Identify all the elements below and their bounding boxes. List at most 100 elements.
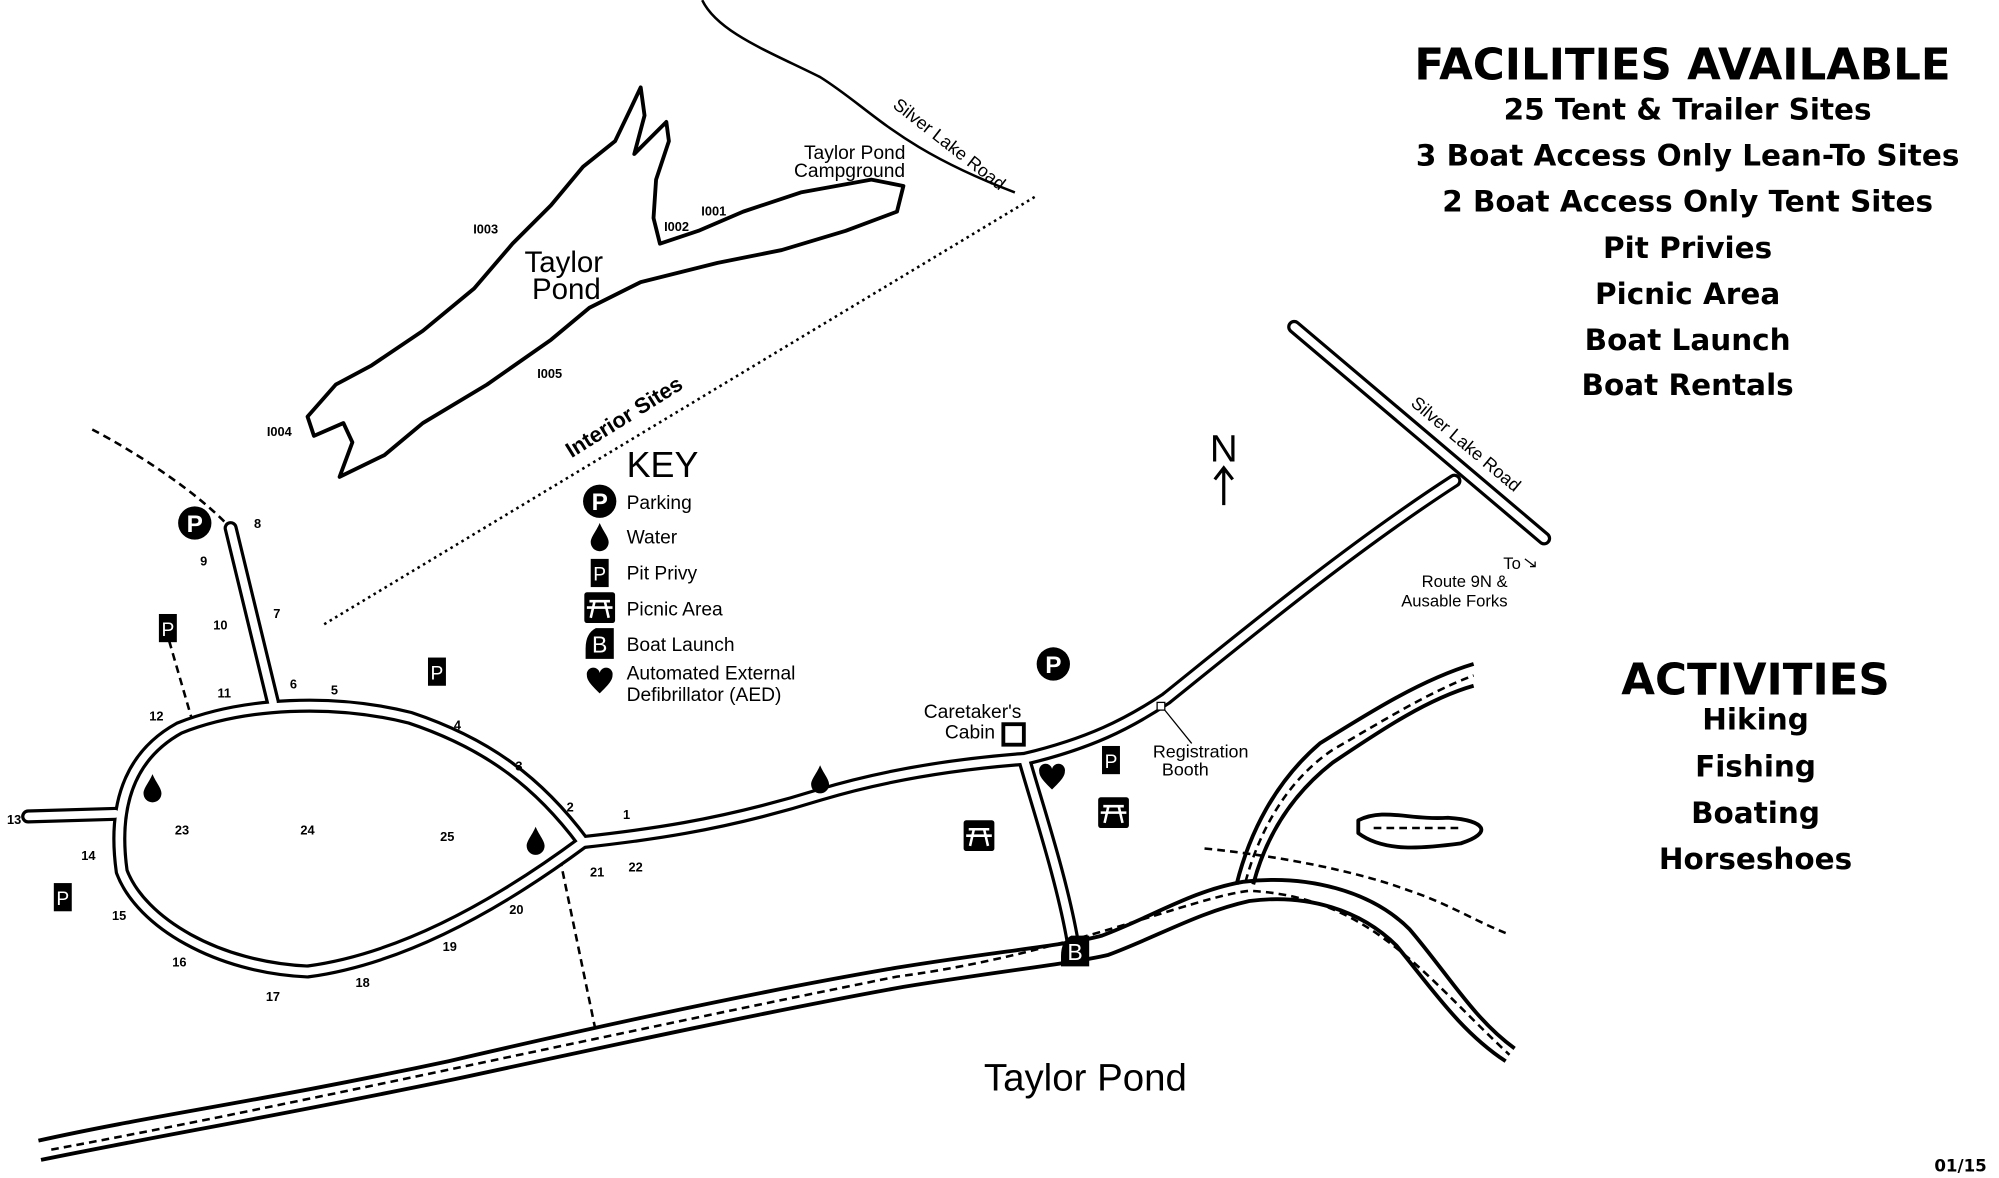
- campsite-label: 11: [217, 685, 231, 700]
- facility-item: Pit Privies: [1603, 231, 1772, 265]
- campsite-label: 10: [213, 617, 227, 632]
- route-label: Ausable Forks: [1401, 591, 1507, 610]
- campsite-label: 9: [200, 553, 207, 568]
- interior-site-label: I002: [664, 219, 689, 234]
- interior-site-label: I004: [267, 424, 293, 439]
- activity-item: Fishing: [1695, 750, 1816, 784]
- roads: [21, 319, 1552, 979]
- pit-privy-icon: [53, 883, 72, 912]
- silver-lake-road-top: [701, 0, 1016, 194]
- silver-lake-road-label: Silver Lake Road: [889, 94, 1009, 194]
- facility-item: Picnic Area: [1595, 277, 1780, 311]
- activity-item: Horseshoes: [1659, 842, 1852, 876]
- key-label: Boat Launch: [627, 635, 735, 656]
- lower-pond-label: Taylor Pond: [984, 1057, 1187, 1100]
- picnic-area-icon: [962, 819, 996, 853]
- facility-item: 2 Boat Access Only Tent Sites: [1442, 185, 1933, 219]
- lower-pond-shoreline: [38, 662, 1516, 1162]
- aed-icon: [586, 667, 613, 694]
- campsite-label: 12: [149, 708, 163, 723]
- to-label: To: [1503, 554, 1521, 573]
- activity-item: Boating: [1691, 796, 1820, 830]
- campsite-label: 16: [172, 954, 186, 969]
- upper-pond-label: Pond: [532, 273, 601, 306]
- upper-pond-label: Taylor: [525, 246, 604, 279]
- campsite-label: 23: [175, 822, 189, 837]
- registration-leader-line: [1164, 709, 1193, 744]
- campsite-label: 1: [623, 807, 630, 822]
- campsite-label: 25: [440, 829, 454, 844]
- campsite-label: 7: [273, 606, 280, 621]
- campsite-label: 20: [509, 902, 523, 917]
- interior-site-label: I001: [701, 203, 726, 218]
- campsite-label: 8: [254, 516, 261, 531]
- registration-booth-icon: [1156, 701, 1166, 711]
- interior-sites-boundary: [323, 193, 1039, 626]
- map-key: KEY Parking Water Pit Privy Picnic Area …: [583, 445, 795, 706]
- campsite-label: 24: [300, 822, 315, 837]
- key-title: KEY: [627, 445, 699, 485]
- pit-privy-icon: [1102, 745, 1120, 775]
- campsite-label: 4: [454, 717, 462, 732]
- campsite-label: 6: [290, 676, 297, 691]
- activities-list: ACTIVITIES Hiking Fishing Boating Horses…: [1621, 656, 1890, 876]
- pit-privy-icon: [427, 657, 446, 686]
- key-label: Defibrillator (AED): [627, 685, 782, 706]
- caretaker-cabin-label: Cabin: [945, 722, 995, 743]
- parking-icon: [1036, 647, 1070, 681]
- pit-privy-icon: [590, 558, 609, 588]
- campsite-label: 21: [590, 865, 604, 880]
- campsite-label: 17: [266, 989, 280, 1004]
- pit-privy-icon: [158, 613, 177, 643]
- facilities-title: FACILITIES AVAILABLE: [1414, 41, 1950, 91]
- north-label: N: [1210, 427, 1238, 470]
- activity-item: Hiking: [1702, 702, 1809, 736]
- water-icon: [526, 826, 545, 855]
- campsite-label: 15: [112, 908, 126, 923]
- caretaker-cabin-icon: [1001, 722, 1026, 747]
- campsite-label: 5: [331, 683, 338, 698]
- facilities-list: FACILITIES AVAILABLE 25 Tent & Trailer S…: [1414, 41, 1959, 402]
- water-icon: [143, 774, 162, 803]
- key-label: Pit Privy: [627, 563, 698, 584]
- campsite-label: 3: [515, 758, 522, 773]
- facility-item: Boat Rentals: [1582, 368, 1794, 402]
- trails: [91, 428, 1507, 1032]
- water-icon: [590, 523, 609, 552]
- campsite-label: 19: [443, 939, 457, 954]
- registration-booth-label: Booth: [1162, 759, 1209, 779]
- key-label: Automated External: [627, 663, 796, 684]
- campground-label: Campground: [794, 161, 905, 182]
- key-label: Water: [627, 528, 678, 549]
- registration-booth-label: Registration: [1153, 742, 1249, 762]
- date-code: 01/15: [1934, 1156, 1986, 1175]
- facility-item: Boat Launch: [1585, 323, 1791, 357]
- campsite-numbers: 1 2 3 4 5 6 7 8 9 10 11 12 13 14 15 16 1…: [7, 516, 643, 1004]
- activities-title: ACTIVITIES: [1621, 656, 1890, 706]
- campsite-label: 22: [628, 860, 642, 875]
- north-arrow-icon: [1213, 465, 1234, 506]
- campground-label: Taylor Pond: [804, 143, 906, 164]
- campsite-label: 13: [7, 812, 21, 827]
- interior-site-label: I003: [473, 221, 498, 236]
- facility-item: 3 Boat Access Only Lean-To Sites: [1416, 138, 1960, 172]
- campsite-label: 18: [356, 975, 370, 990]
- interior-site-label: I005: [537, 366, 562, 381]
- boat-launch-icon: [1061, 935, 1090, 967]
- picnic-area-icon: [1096, 795, 1131, 830]
- arrow-icon: [1524, 558, 1536, 568]
- key-label: Parking: [627, 493, 692, 514]
- upper-pond-outline: [305, 85, 906, 479]
- parking-icon: [583, 484, 617, 518]
- campsite-label: 14: [81, 848, 96, 863]
- parking-icon: [178, 506, 212, 540]
- caretaker-cabin-label: Caretaker's: [924, 702, 1022, 723]
- boat-launch-icon: [585, 628, 614, 659]
- facility-item: 25 Tent & Trailer Sites: [1504, 92, 1872, 126]
- key-label: Picnic Area: [627, 599, 723, 620]
- picnic-area-icon: [583, 590, 617, 625]
- aed-icon: [1039, 763, 1065, 790]
- campsite-label: 2: [567, 799, 574, 814]
- route-label: Route 9N &: [1422, 572, 1508, 591]
